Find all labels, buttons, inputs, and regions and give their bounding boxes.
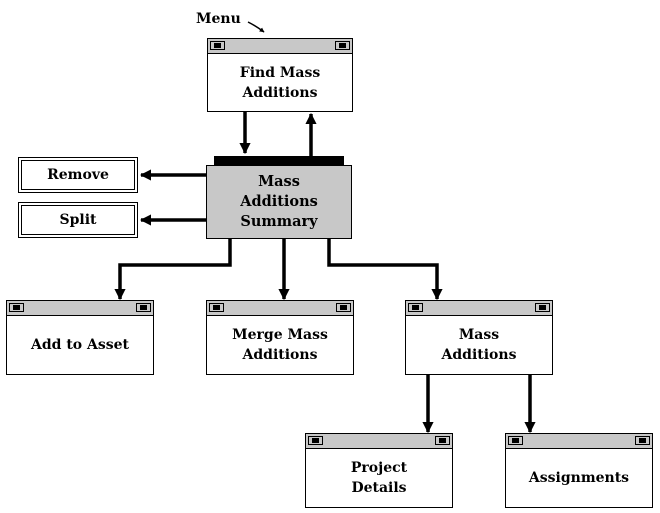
- window-menu-icon[interactable]: [209, 303, 224, 312]
- window-maximize-icon[interactable]: [335, 41, 350, 50]
- menu-label: Menu: [196, 11, 241, 27]
- find-mass-additions-window[interactable]: Find Mass Additions: [207, 38, 353, 112]
- title-bar: [406, 301, 552, 316]
- assignments-window[interactable]: Assignments: [505, 433, 653, 508]
- mass-additions-window[interactable]: Mass Additions: [405, 300, 553, 375]
- window-maximize-icon[interactable]: [435, 436, 450, 445]
- title-bar: [208, 39, 352, 54]
- arrow-summary-to-add-to-asset: [114, 239, 232, 301]
- split-button[interactable]: Split: [18, 202, 138, 238]
- window-maximize-icon[interactable]: [336, 303, 351, 312]
- remove-button-label: Remove: [21, 160, 135, 190]
- arrow-summary-to-mass-additions: [327, 239, 443, 301]
- window-menu-icon[interactable]: [308, 436, 323, 445]
- menu-pointer-arrow: [247, 21, 265, 33]
- title-bar: [506, 434, 652, 449]
- window-menu-icon[interactable]: [408, 303, 423, 312]
- add-to-asset-window[interactable]: Add to Asset: [6, 300, 154, 375]
- remove-button[interactable]: Remove: [18, 157, 138, 193]
- window-maximize-icon[interactable]: [136, 303, 151, 312]
- window-maximize-icon[interactable]: [635, 436, 650, 445]
- window-menu-icon[interactable]: [508, 436, 523, 445]
- title-bar: [207, 301, 353, 316]
- summary-title-bar: [214, 156, 344, 165]
- project-details-window[interactable]: Project Details: [305, 433, 453, 508]
- window-label: Add to Asset: [31, 337, 129, 353]
- window-label: Project Details: [350, 460, 408, 496]
- split-button-label: Split: [21, 205, 135, 235]
- window-label: Find Mass Additions: [239, 64, 321, 101]
- window-menu-icon[interactable]: [9, 303, 24, 312]
- window-label: Mass Additions: [441, 327, 517, 363]
- title-bar: [306, 434, 452, 449]
- window-menu-icon[interactable]: [210, 41, 225, 50]
- merge-mass-additions-window[interactable]: Merge Mass Additions: [206, 300, 354, 375]
- window-maximize-icon[interactable]: [535, 303, 550, 312]
- mass-additions-summary-window[interactable]: Mass Additions Summary: [206, 165, 352, 239]
- window-label: Merge Mass Additions: [232, 327, 328, 363]
- window-label: Assignments: [528, 470, 630, 486]
- title-bar: [7, 301, 153, 316]
